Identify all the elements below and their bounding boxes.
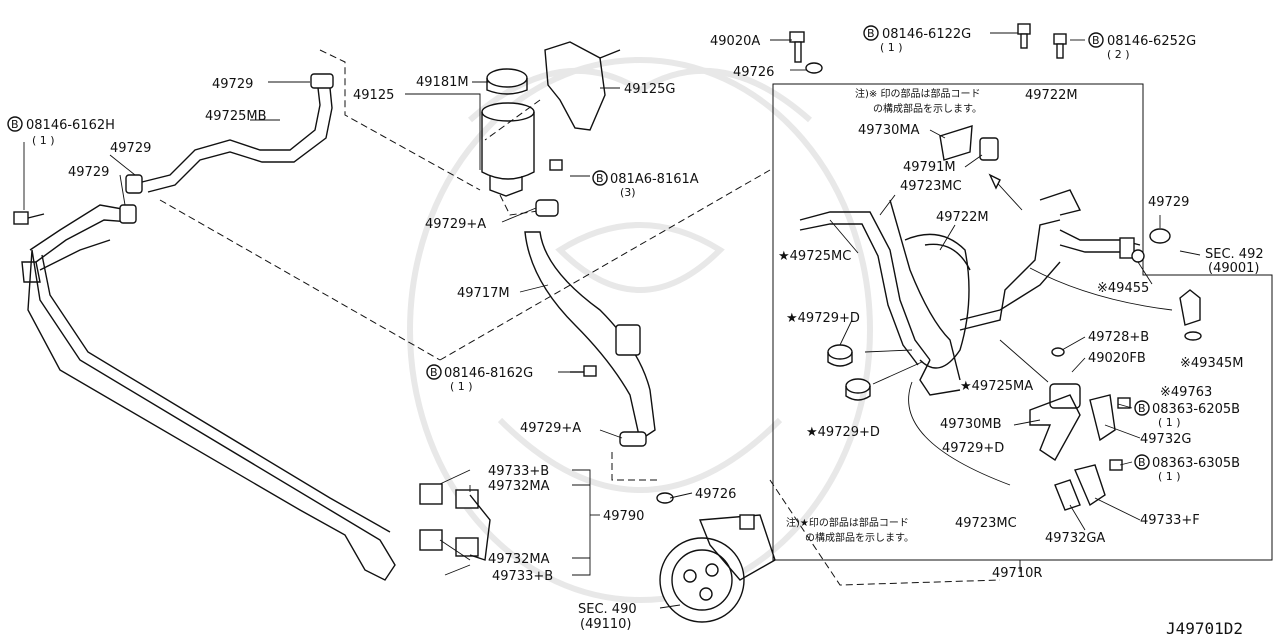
label-49729-a: 49729 xyxy=(212,77,253,92)
label-49020fb: 49020FB xyxy=(1088,351,1146,366)
label-49733-plus-b-bot: 49733+B xyxy=(492,569,553,584)
label-49732ma-bot: 49732MA xyxy=(488,552,550,567)
label-kome-49345m: ※49345M xyxy=(1180,356,1243,371)
label-kome-49763: ※49763 xyxy=(1160,385,1212,400)
label-sec492: SEC. 492 xyxy=(1205,247,1264,262)
label-08146-8162g: 08146-8162G xyxy=(444,366,533,381)
note-bottom-line2: の構成部品を示します。 xyxy=(805,531,914,544)
note-top-line1: 注)※ 印の部品は部品コード xyxy=(855,87,980,100)
label-49726-bot: 49726 xyxy=(695,487,736,502)
svg-text:B: B xyxy=(1138,456,1146,469)
label-49732g: 49732G xyxy=(1140,432,1191,447)
label-49730ma: 49730MA xyxy=(858,123,920,138)
svg-text:B: B xyxy=(1092,34,1100,47)
fasteners xyxy=(549,23,1131,504)
label-49729-plus-a-top: 49729+A xyxy=(425,217,486,232)
note-top-line2: の構成部品を示します。 xyxy=(873,102,982,115)
label-49733-plus-f: 49733+F xyxy=(1140,513,1200,528)
label-49733-plus-b-top: 49733+B xyxy=(488,464,549,479)
label-49729-c: 49729 xyxy=(68,165,109,180)
diagram-id: J49701D2 xyxy=(1166,619,1243,638)
label-49726-top: 49726 xyxy=(733,65,774,80)
label-49732ma-top: 49732MA xyxy=(488,479,550,494)
label-08363-6305b-qty: ( 1 ) xyxy=(1158,470,1181,483)
label-kome-49455: ※49455 xyxy=(1097,281,1149,296)
label-49723mc-top: 49723MC xyxy=(900,179,962,194)
label-star-49725ma: ★49725MA xyxy=(960,379,1033,394)
label-49181m: 49181M xyxy=(416,75,469,90)
label-08146-6122g: 08146-6122G xyxy=(882,27,971,42)
label-49729-plus-d-bot: 49729+D xyxy=(942,441,1004,456)
leader-arrows xyxy=(864,173,1201,486)
pipe-clamps xyxy=(419,483,491,561)
label-49125: 49125 xyxy=(353,88,394,103)
label-49730mb: 49730MB xyxy=(940,417,1002,432)
label-49728-plus-b: 49728+B xyxy=(1088,330,1149,345)
label-star-49729-plus-d-mid: ★49729+D xyxy=(806,425,880,440)
label-08363-6205b: 08363-6205B xyxy=(1152,402,1240,417)
svg-text:B: B xyxy=(596,172,604,185)
label-49729-b: 49729 xyxy=(110,141,151,156)
bolt-marker-icon xyxy=(7,116,23,132)
label-sec490: SEC. 490 xyxy=(578,602,637,617)
label-49722m-top: 49722M xyxy=(1025,88,1078,103)
bolt-marker-icon xyxy=(1134,454,1150,470)
label-49125g: 49125G xyxy=(624,82,675,97)
bolt-marker-icon xyxy=(1134,400,1150,416)
reservoir-tank xyxy=(481,41,621,216)
part-labels: 49729 49725MB B 08146-6162H ( 1 ) 49729 … xyxy=(7,25,1264,638)
label-49710r: 49710R xyxy=(992,566,1042,581)
cooler-pipe-assembly xyxy=(21,49,771,581)
hose-clamps-right xyxy=(827,228,1171,401)
bracket-49730ma xyxy=(939,125,999,161)
label-08146-6252g: 08146-6252G xyxy=(1107,34,1196,49)
power-steering-pump xyxy=(611,452,1001,623)
label-08363-6305b: 08363-6305B xyxy=(1152,456,1240,471)
label-49791m: 49791M xyxy=(903,160,956,175)
label-star-49725mc: ★49725MC xyxy=(778,249,851,264)
note-bottom-line1: 注)★印の部品は部品コード xyxy=(786,516,909,529)
svg-text:B: B xyxy=(867,27,875,40)
label-08146-8162g-qty: ( 1 ) xyxy=(450,380,473,393)
label-08146-6252g-qty: ( 2 ) xyxy=(1107,48,1130,61)
bolt-marker-icon xyxy=(1088,32,1104,48)
label-08363-6205b-qty: ( 1 ) xyxy=(1158,416,1181,429)
bolt-icon-left xyxy=(13,211,45,225)
label-sec490-ref: (49110) xyxy=(580,617,632,632)
label-08146-6122g-qty: ( 1 ) xyxy=(880,41,903,54)
label-49732ga: 49732GA xyxy=(1045,531,1105,546)
label-sec492-ref: (49001) xyxy=(1208,261,1260,276)
svg-text:B: B xyxy=(1138,402,1146,415)
svg-text:B: B xyxy=(11,118,19,131)
label-49725mb: 49725MB xyxy=(205,109,267,124)
label-leaders xyxy=(23,32,1161,609)
bolt-marker-icon xyxy=(592,170,608,186)
label-49729-plus-a-bot: 49729+A xyxy=(520,421,581,436)
high-pressure-box xyxy=(772,83,1273,561)
label-49729-r: 49729 xyxy=(1148,195,1189,210)
label-49020a: 49020A xyxy=(710,34,760,49)
label-08146-6162h: 08146-6162H xyxy=(26,118,115,133)
label-49790: 49790 xyxy=(603,509,644,524)
label-08146-6162h-qty: ( 1 ) xyxy=(32,134,55,147)
label-081a6-8161a-qty: (3) xyxy=(620,186,636,199)
label-49717m: 49717M xyxy=(457,286,510,301)
label-49723mc-bot: 49723MC xyxy=(955,516,1017,531)
label-49722m: 49722M xyxy=(936,210,989,225)
bolt-marker-icon xyxy=(426,364,442,380)
label-star-49729-plus-d-top: ★49729+D xyxy=(786,311,860,326)
bolt-marker-icon xyxy=(863,25,879,41)
watermark-emblem xyxy=(407,57,873,603)
svg-text:B: B xyxy=(430,366,438,379)
label-081a6-8161a: 081A6-8161A xyxy=(610,172,699,187)
